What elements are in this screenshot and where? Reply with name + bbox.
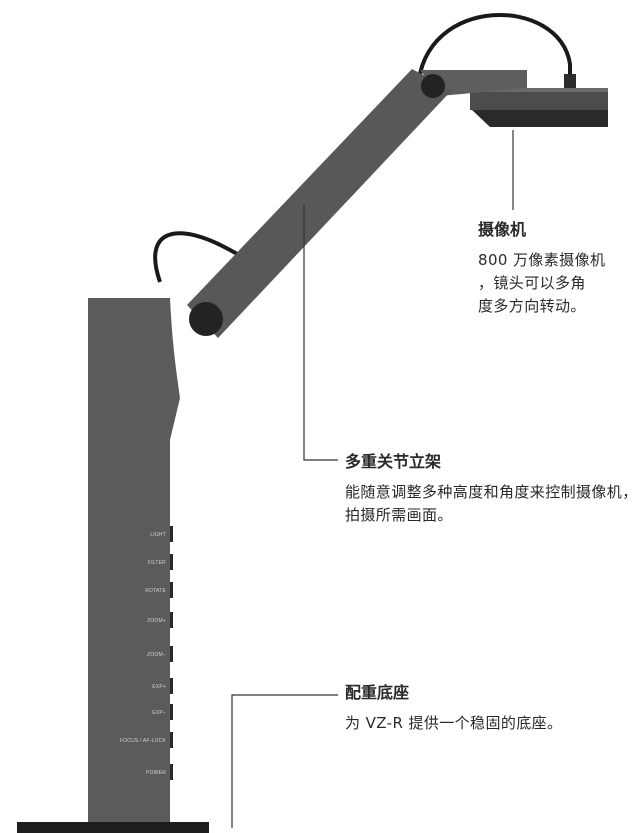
button-filter — [170, 554, 173, 570]
control-buttons: LIGHT FILTER ROTATE ZOOM+ ZOOM− EXP+ EXP− FOCUS… — [120, 526, 173, 780]
button-label-focus-af-lock: FOCUS / AF-LOCK — [120, 738, 167, 744]
base-title: 配重底座 — [345, 683, 410, 702]
button-power — [170, 764, 173, 780]
cable-connector — [564, 74, 576, 88]
elbow-joint — [189, 302, 223, 336]
button-exp — [170, 704, 173, 720]
button-rotate — [170, 582, 173, 598]
leader-base — [231, 694, 338, 828]
camera-cable — [416, 13, 572, 89]
button-label-filter: FILTER — [148, 560, 166, 566]
camera-head — [470, 88, 608, 127]
camera-desc-line-1: 800 万像素摄像机 — [478, 251, 606, 269]
button-label-zoom: ZOOM− — [147, 652, 166, 658]
button-light — [170, 526, 173, 542]
body-column — [88, 298, 180, 822]
camera-callout: 摄像机 800 万像素摄像机 ，镜头可以多角 度多方向转动。 — [478, 219, 643, 318]
base-callout: 配重底座 为 VZ-R 提供一个稳固的底座。 — [345, 682, 643, 735]
button-focus-af-lock — [170, 732, 173, 748]
button-zoom — [170, 612, 173, 628]
button-label-light: LIGHT — [150, 532, 166, 538]
base-plate — [17, 822, 209, 833]
button-zoom — [170, 646, 173, 662]
camera-desc-line-3: 度多方向转动。 — [478, 297, 586, 315]
button-label-rotate: ROTATE — [145, 588, 166, 594]
button-exp — [170, 678, 173, 694]
button-label-power: POWER — [146, 770, 166, 776]
button-label-exp: EXP− — [152, 710, 166, 716]
arm-description: 能随意调整多种高度和角度来控制摄像机，拍摄所需画面。 — [345, 483, 638, 524]
top-joint — [421, 74, 445, 98]
arm-callout: 多重关节立架 能随意调整多种高度和角度来控制摄像机，拍摄所需画面。 — [345, 451, 643, 527]
base-description: 为 VZ-R 提供一个稳固的底座。 — [345, 714, 563, 732]
camera-title: 摄像机 — [478, 220, 527, 239]
arm — [187, 69, 452, 338]
leader-arm — [303, 205, 338, 461]
arm-title: 多重关节立架 — [345, 452, 442, 471]
button-label-zoom: ZOOM+ — [147, 618, 166, 624]
camera-desc-line-2: ，镜头可以多角 — [478, 274, 586, 292]
camera-description: 800 万像素摄像机 ，镜头可以多角 度多方向转动。 — [478, 249, 643, 318]
button-label-exp: EXP+ — [152, 684, 166, 690]
